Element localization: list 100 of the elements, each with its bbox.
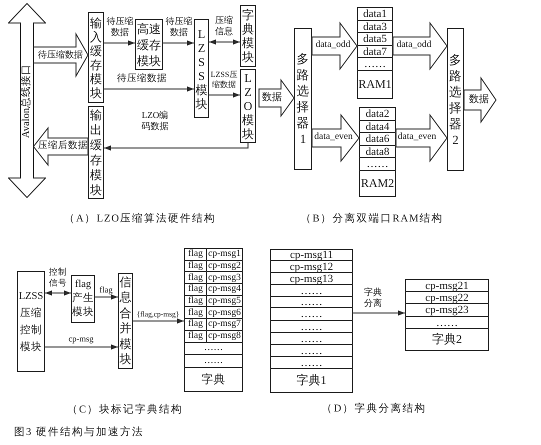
block-arrow bbox=[312, 21, 358, 71]
table-cell: …… bbox=[271, 345, 352, 357]
table-cell: …… bbox=[271, 285, 352, 297]
table-cell: cp-msg21 bbox=[406, 280, 488, 292]
arrow bbox=[352, 310, 406, 316]
multiplexer-box: 多路选择器1 bbox=[294, 28, 312, 170]
edge-label: data_odd bbox=[316, 40, 350, 52]
edge-label: data_even bbox=[314, 132, 353, 144]
edge-label: 控制信号 bbox=[49, 266, 67, 288]
table-cell: cp-msg6 bbox=[207, 307, 242, 320]
block-arrow bbox=[392, 21, 448, 71]
table-cell: data5 bbox=[358, 33, 392, 46]
table-cell: …… bbox=[271, 357, 352, 369]
arrow bbox=[44, 290, 72, 296]
dictionary-table bbox=[270, 249, 353, 393]
table-cell: …… bbox=[271, 308, 352, 321]
panel-caption: （C）块标记字典结构 bbox=[67, 403, 183, 417]
edge-label: LZO编码数据 bbox=[141, 110, 169, 132]
memory-table bbox=[357, 7, 393, 99]
arrow bbox=[104, 40, 136, 46]
table-cell: cp-msg5 bbox=[207, 296, 242, 308]
table-cell: flag bbox=[185, 260, 207, 272]
table-cell: cp-msg12 bbox=[271, 261, 352, 273]
table-cell: cp-msg7 bbox=[207, 319, 242, 331]
arrow bbox=[104, 142, 248, 151]
bus-label: Avalon总线接口 bbox=[21, 63, 33, 138]
table-cell: …… bbox=[358, 58, 392, 71]
module-box: 输入缓存模块 bbox=[88, 12, 104, 103]
table-cell: cp-msg13 bbox=[271, 273, 352, 285]
module-box: 输出缓存模块 bbox=[88, 106, 104, 199]
table-cell-text: 字典 bbox=[200, 372, 226, 388]
figure-caption: 图3 硬件结构与加速方法 bbox=[14, 426, 144, 440]
edge-label: LZSS压缩数据 bbox=[210, 70, 238, 90]
table-cell-text: RAM2 bbox=[360, 175, 395, 192]
table-cell: cp-msg1 bbox=[207, 249, 242, 261]
table-cell: data1 bbox=[358, 8, 392, 21]
table-cell: flag bbox=[185, 330, 207, 342]
table-cell: flag bbox=[185, 307, 207, 320]
table-cell: …… bbox=[185, 342, 242, 355]
table-cell: …… bbox=[271, 297, 352, 308]
edge-label: flag bbox=[99, 284, 113, 296]
table-cell: cp-msg23 bbox=[406, 304, 488, 317]
table-cell: …… bbox=[271, 321, 352, 333]
table-cell: …… bbox=[185, 355, 242, 368]
arrow bbox=[94, 294, 118, 300]
table-cell: data8 bbox=[360, 146, 395, 158]
table-cell: flag bbox=[185, 249, 207, 261]
dictionary-table bbox=[405, 279, 489, 351]
panel-caption: （A）LZO压缩算法硬件结构 bbox=[64, 212, 216, 226]
table-cell: …… bbox=[271, 333, 352, 345]
block-arrow bbox=[396, 113, 448, 163]
table-cell: cp-msg8 bbox=[207, 330, 242, 342]
edge-label: data_even bbox=[398, 132, 436, 144]
edge-label: 数据 bbox=[469, 94, 489, 106]
table-cell: data3 bbox=[358, 21, 392, 33]
edge-label: 压缩后数据 bbox=[38, 140, 88, 152]
table-cell: data4 bbox=[360, 121, 395, 133]
table-cell-text: 字典2 bbox=[431, 331, 463, 348]
edge-label: 待压缩数据 bbox=[106, 16, 134, 38]
table-cell: flag bbox=[185, 284, 207, 296]
module-box: 字典模块 bbox=[240, 5, 256, 67]
edge-label: 待压缩数据 bbox=[38, 49, 83, 61]
table-cell: flag bbox=[185, 319, 207, 331]
module-box: flag产生模块 bbox=[71, 275, 95, 323]
panel-caption: （D）字典分离结构 bbox=[322, 402, 426, 416]
block-arrow bbox=[464, 76, 497, 124]
table-cell: cp-msg2 bbox=[207, 260, 242, 272]
table-cell: cp-msg11 bbox=[271, 250, 352, 261]
multiplexer-box: 多路选择器2 bbox=[447, 28, 464, 171]
panel-caption: （B）分离双端口RAM结构 bbox=[300, 212, 444, 226]
table-cell: flag bbox=[185, 296, 207, 308]
arrow bbox=[162, 40, 194, 46]
arrow bbox=[208, 39, 240, 45]
table-cell: data7 bbox=[358, 46, 392, 58]
dictionary-table bbox=[184, 248, 243, 392]
table-cell-text: 字典1 bbox=[296, 372, 328, 389]
arrow bbox=[104, 86, 194, 92]
module-box: 信息合并模块 bbox=[118, 273, 133, 369]
edge-label: data_odd bbox=[396, 40, 432, 52]
module-box: 高速缓存模块 bbox=[135, 19, 163, 70]
block-arrow bbox=[312, 114, 360, 162]
module-box: LZSS压缩控制模块 bbox=[17, 271, 45, 372]
table-cell: cp-msg3 bbox=[207, 272, 242, 284]
module-box: LZSS模块 bbox=[194, 19, 209, 118]
edge-label: 待压缩数据 bbox=[117, 74, 167, 86]
arrow bbox=[132, 318, 184, 324]
table-cell: data6 bbox=[360, 133, 395, 146]
block-arrow bbox=[258, 78, 295, 118]
arrow bbox=[44, 344, 118, 350]
arrow bbox=[208, 92, 240, 98]
table-cell: flag bbox=[185, 272, 207, 284]
edge-label: cp-msg bbox=[68, 334, 94, 344]
table-cell: cp-msg4 bbox=[207, 284, 242, 296]
edge-label: 字典分离 bbox=[364, 286, 382, 310]
edge-label: 压缩信息 bbox=[214, 14, 234, 38]
table-cell-text: RAM1 bbox=[358, 76, 392, 93]
table-cell: …… bbox=[406, 317, 488, 329]
table-cell: cp-msg22 bbox=[406, 292, 488, 304]
table-cell: …… bbox=[360, 158, 395, 171]
memory-table bbox=[359, 107, 396, 197]
